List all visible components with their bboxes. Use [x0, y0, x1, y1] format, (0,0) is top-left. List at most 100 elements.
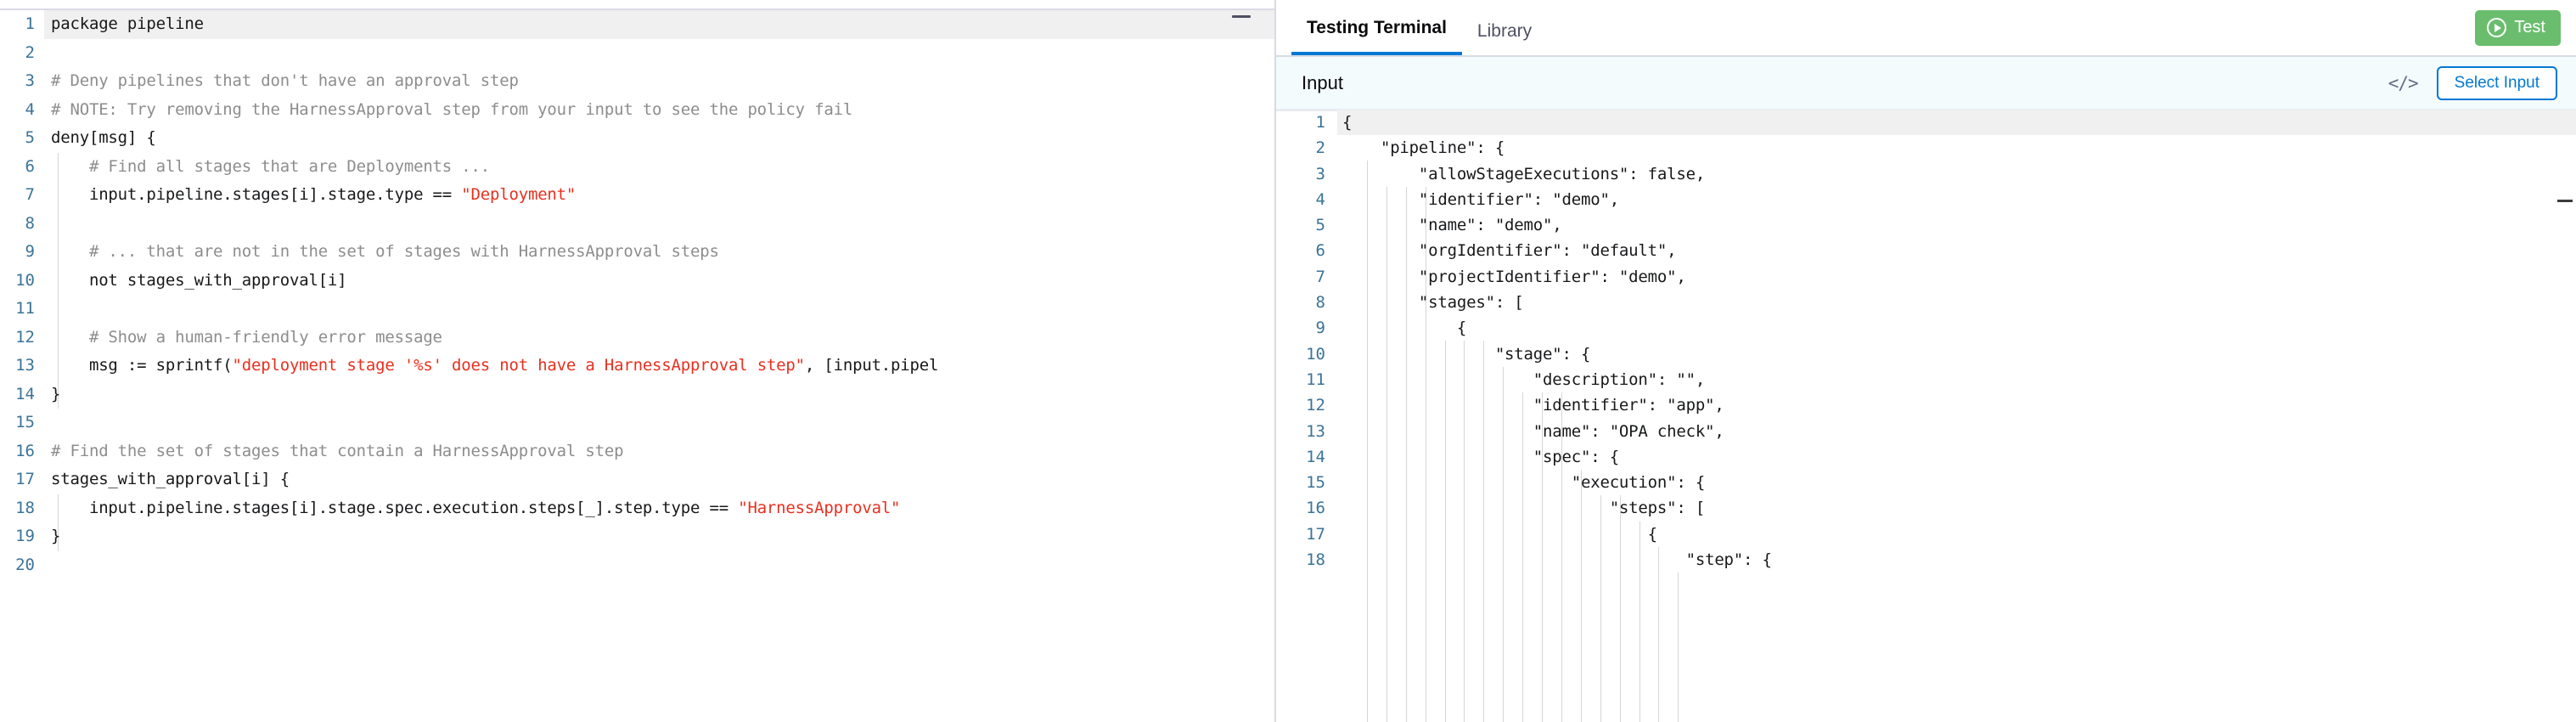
json-line-text[interactable]: "steps": [ — [1337, 495, 2576, 521]
code-line[interactable]: 9 # ... that are not in the set of stage… — [0, 238, 1274, 267]
token-txt: input.pipeline.stages[i].stage.type == — [51, 185, 462, 204]
code-brackets-icon[interactable]: </> — [2388, 72, 2419, 93]
select-input-button[interactable]: Select Input — [2436, 65, 2557, 100]
line-number: 18 — [1306, 550, 1325, 570]
json-line[interactable]: 8 "stages": [ — [1276, 290, 2576, 315]
code-line[interactable]: 11 — [0, 295, 1274, 324]
code-line-text[interactable]: # Show a human-friendly error message — [44, 324, 1274, 353]
json-line-text[interactable]: "stages": [ — [1337, 290, 2576, 315]
json-line[interactable]: 11 "description": "", — [1276, 367, 2576, 392]
json-line-text[interactable]: { — [1337, 315, 2576, 341]
json-line-text[interactable]: "identifier": "demo", — [1337, 187, 2576, 212]
code-line[interactable]: 4# NOTE: Try removing the HarnessApprova… — [0, 96, 1274, 125]
code-line-text[interactable]: not stages_with_approval[i] — [44, 267, 1274, 296]
code-line-text[interactable]: input.pipeline.stages[i].stage.spec.exec… — [44, 494, 1274, 523]
code-line[interactable]: 16# Find the set of stages that contain … — [0, 437, 1274, 466]
code-line-text[interactable]: msg := sprintf("deployment stage '%s' do… — [44, 352, 1274, 381]
code-line-text[interactable]: # Find the set of stages that contain a … — [44, 437, 1274, 466]
json-line-text[interactable]: { — [1337, 110, 2576, 136]
json-token: "steps": [ — [1342, 499, 1706, 518]
line-number: 2 — [25, 42, 35, 62]
code-line-text[interactable]: # NOTE: Try removing the HarnessApproval… — [44, 96, 1274, 125]
code-line[interactable]: 7 input.pipeline.stages[i].stage.type ==… — [0, 181, 1274, 210]
json-line[interactable]: 17 { — [1276, 522, 2576, 547]
input-bar-actions: </> Select Input — [2388, 65, 2557, 100]
line-number: 3 — [25, 71, 35, 90]
json-line[interactable]: 6 "orgIdentifier": "default", — [1276, 238, 2576, 263]
json-input-area[interactable]: 1{2 "pipeline": {3 "allowStageExecutions… — [1276, 110, 2576, 722]
line-number: 15 — [15, 413, 35, 432]
json-line-text[interactable]: "identifier": "app", — [1337, 392, 2576, 418]
json-line[interactable]: 9 { — [1276, 315, 2576, 341]
json-line[interactable]: 14 "spec": { — [1276, 444, 2576, 470]
code-line[interactable]: 14} — [0, 381, 1274, 409]
json-line-text[interactable]: "name": "demo", — [1337, 212, 2576, 238]
json-line-text[interactable]: "allowStageExecutions": false, — [1337, 161, 2576, 187]
code-line-text[interactable]: } — [44, 522, 1274, 551]
json-line-text[interactable]: "spec": { — [1337, 444, 2576, 470]
code-line[interactable]: 13 msg := sprintf("deployment stage '%s'… — [0, 352, 1274, 381]
token-txt: } — [51, 384, 61, 403]
input-bar: Input </> Select Input — [1276, 57, 2576, 110]
json-line[interactable]: 10 "stage": { — [1276, 341, 2576, 367]
code-line[interactable]: 19} — [0, 522, 1274, 551]
json-token: "step": { — [1342, 550, 1772, 570]
code-line[interactable]: 10 not stages_with_approval[i] — [0, 267, 1274, 296]
code-line-text[interactable]: package pipeline — [44, 10, 1274, 39]
tab-library[interactable]: Library — [1476, 21, 1533, 41]
json-line[interactable]: 18 "step": { — [1276, 547, 2576, 573]
json-line[interactable]: 5 "name": "demo", — [1276, 212, 2576, 238]
json-line-text[interactable]: "pipeline": { — [1337, 135, 2576, 161]
code-line-text[interactable]: input.pipeline.stages[i].stage.type == "… — [44, 181, 1274, 210]
json-line[interactable]: 16 "steps": [ — [1276, 495, 2576, 521]
json-line[interactable]: 3 "allowStageExecutions": false, — [1276, 161, 2576, 187]
json-line[interactable]: 12 "identifier": "app", — [1276, 392, 2576, 418]
code-line-text[interactable]: stages_with_approval[i] { — [44, 465, 1274, 494]
json-line-text[interactable]: { — [1337, 522, 2576, 547]
panel-tabs[interactable]: Testing Terminal Library — [1285, 0, 1547, 55]
code-line[interactable]: 20 — [0, 551, 1274, 580]
json-line-text[interactable]: "stage": { — [1337, 341, 2576, 367]
line-number: 11 — [15, 299, 35, 318]
json-line[interactable]: 1{ — [1276, 110, 2576, 136]
token-cmt: # Show a human-friendly error message — [51, 327, 442, 347]
code-line-text[interactable]: # ... that are not in the set of stages … — [44, 238, 1274, 267]
token-cmt: # ... that are not in the set of stages … — [51, 242, 719, 261]
line-number: 14 — [15, 384, 35, 403]
code-line-text[interactable]: deny[msg] { — [44, 124, 1274, 153]
code-line[interactable]: 15 — [0, 409, 1274, 437]
code-line[interactable]: 8 — [0, 210, 1274, 239]
json-line[interactable]: 13 "name": "OPA check", — [1276, 419, 2576, 444]
tab-testing-terminal[interactable]: Testing Terminal — [1291, 0, 1462, 55]
json-line[interactable]: 15 "execution": { — [1276, 470, 2576, 495]
json-line-text[interactable]: "name": "OPA check", — [1337, 419, 2576, 444]
json-input-lines[interactable]: 1{2 "pipeline": {3 "allowStageExecutions… — [1276, 110, 2576, 573]
line-number: 13 — [1306, 421, 1325, 441]
json-line[interactable]: 4 "identifier": "demo", — [1276, 187, 2576, 212]
code-line-text[interactable]: # Deny pipelines that don't have an appr… — [44, 67, 1274, 96]
code-line[interactable]: 3 # Deny pipelines that don't have an app… — [0, 67, 1274, 96]
json-line[interactable]: 7 "projectIdentifier": "demo", — [1276, 264, 2576, 290]
code-line[interactable]: 2 — [0, 39, 1274, 68]
json-line-text[interactable]: "step": { — [1337, 547, 2576, 573]
code-line-text[interactable]: } — [44, 381, 1274, 409]
code-line[interactable]: 12 # Show a human-friendly error message — [0, 324, 1274, 353]
json-line-text[interactable]: "orgIdentifier": "default", — [1337, 238, 2576, 263]
code-line[interactable]: 6 # Find all stages that are Deployments… — [0, 153, 1274, 182]
json-line-text[interactable]: "projectIdentifier": "demo", — [1337, 264, 2576, 290]
json-token: { — [1342, 113, 1353, 132]
json-line-text[interactable]: "description": "", — [1337, 367, 2576, 392]
minimize-icon[interactable] — [1232, 15, 1251, 18]
json-scroll-indicator[interactable] — [2557, 200, 2573, 202]
test-button[interactable]: Test — [2475, 9, 2561, 46]
json-line-text[interactable]: "execution": { — [1337, 470, 2576, 495]
json-line[interactable]: 2 "pipeline": { — [1276, 135, 2576, 161]
code-line[interactable]: 18 input.pipeline.stages[i].stage.spec.e… — [0, 494, 1274, 523]
line-number: 6 — [25, 156, 35, 176]
code-line-text[interactable]: # Find all stages that are Deployments .… — [44, 153, 1274, 182]
